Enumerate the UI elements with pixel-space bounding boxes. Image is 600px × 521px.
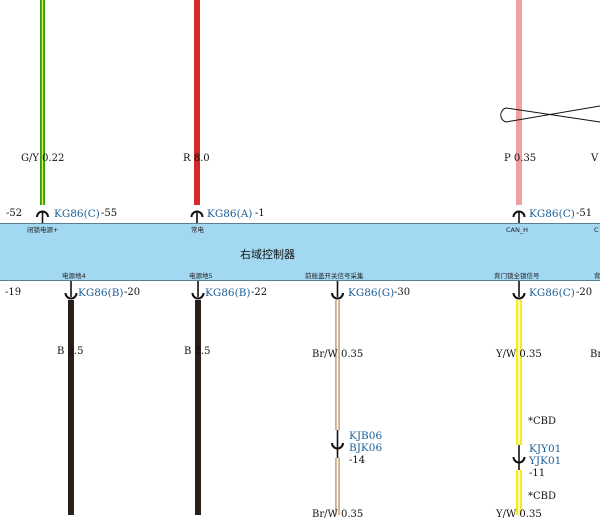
wire-label-top-3: P 0.35 bbox=[504, 153, 537, 164]
wire-label-top-2: R 8.0 bbox=[183, 153, 210, 164]
wire-yw-035-b-stripe bbox=[518, 470, 520, 515]
pin-number-top-1: -55 bbox=[101, 208, 118, 219]
connector-code-bottom-3[interactable]: KG86(G) bbox=[348, 287, 395, 299]
signal-name-top-4: C bbox=[594, 226, 599, 234]
signal-name-bottom-3: 前舱盖开关信号采集 bbox=[305, 272, 364, 280]
connector-code-bottom-4[interactable]: KG86(C) bbox=[529, 287, 575, 299]
twisted-pair-icon bbox=[500, 105, 600, 123]
wire-brw-035-b-stripe bbox=[336, 458, 339, 515]
wire-label-bottom-3-continued: Br/W 0.35 bbox=[312, 509, 364, 520]
wire-gy-022-stripe bbox=[41, 0, 44, 205]
inline-connector-2-code-b[interactable]: YJK01 bbox=[529, 455, 562, 467]
connector-code-bottom-1[interactable]: KG86(B) bbox=[78, 287, 124, 299]
signal-name-top-3: CAN_H bbox=[506, 226, 528, 234]
pin-symbol-bottom-4 bbox=[512, 281, 526, 300]
wire-label-bottom-1: B 2.5 bbox=[57, 346, 84, 357]
connector-code-top-1[interactable]: KG86(C) bbox=[54, 208, 100, 220]
wire-label-bottom-3: Br/W 0.35 bbox=[312, 349, 364, 360]
pin-number-bottom-3: -30 bbox=[394, 287, 411, 298]
pin-number-bottom-1: -20 bbox=[124, 287, 141, 298]
pin-symbol-bottom-3 bbox=[331, 281, 344, 300]
pin-number-bottom-2: -22 bbox=[251, 287, 268, 298]
pin-symbol-top-2 bbox=[190, 210, 204, 223]
connector-code-bottom-2[interactable]: KG86(B) bbox=[205, 287, 251, 299]
pin-number-top-3: -51 bbox=[576, 208, 593, 219]
signal-name-bottom-2: 电源地5 bbox=[189, 272, 213, 280]
connector-code-top-2[interactable]: KG86(A) bbox=[207, 208, 253, 220]
pin-number-bottom-4: -20 bbox=[576, 287, 593, 298]
inline-connector-2-pin: -11 bbox=[529, 468, 546, 479]
inline-connector-1-code-b[interactable]: BJK06 bbox=[349, 442, 383, 454]
wire-yw-035-a-stripe bbox=[518, 300, 520, 445]
module-title: 右域控制器 bbox=[240, 248, 295, 261]
module-block[interactable] bbox=[0, 223, 600, 281]
left-pin-top-1: -52 bbox=[6, 208, 23, 219]
signal-name-bottom-1: 电源地4 bbox=[62, 272, 86, 280]
pin-symbol-top-1 bbox=[36, 210, 49, 223]
inline-connector-symbol-2 bbox=[512, 445, 526, 470]
inline-connector-1-pin: -14 bbox=[349, 455, 366, 466]
wire-label-bottom-5: Br bbox=[590, 349, 600, 360]
pin-symbol-top-3 bbox=[512, 210, 526, 223]
left-pin-bottom-1: -19 bbox=[5, 287, 22, 298]
pin-symbol-bottom-1 bbox=[64, 281, 78, 300]
wire-b-25-a bbox=[68, 300, 74, 515]
wire-label-top-1: G/Y 0.22 bbox=[21, 153, 65, 164]
wire-brw-035-a-stripe bbox=[336, 300, 339, 430]
inline-connector-1-code-a[interactable]: KJB06 bbox=[349, 430, 383, 442]
wire-label-bottom-2: B 2.5 bbox=[184, 346, 211, 357]
inline-connector-2-note-a: *CBD bbox=[528, 416, 557, 427]
wire-label-top-4: V bbox=[591, 153, 599, 164]
wire-label-bottom-4: Y/W 0.35 bbox=[496, 349, 542, 360]
signal-name-top-1: 闭锁电源+ bbox=[27, 226, 59, 234]
wire-r-80 bbox=[194, 0, 200, 205]
wire-b-25-b bbox=[195, 300, 201, 515]
inline-connector-symbol-1 bbox=[331, 430, 344, 458]
inline-connector-2-code-a[interactable]: KJY01 bbox=[529, 443, 562, 455]
inline-connector-2-note-b: *CBD bbox=[528, 491, 557, 502]
signal-name-bottom-4: 背门锁全锁信号 bbox=[494, 272, 540, 280]
pin-number-top-2: -1 bbox=[255, 208, 265, 219]
signal-name-bottom-5: 背 bbox=[594, 272, 600, 280]
connector-code-top-3[interactable]: KG86(C) bbox=[529, 208, 575, 220]
signal-name-top-2: 常电 bbox=[191, 226, 204, 234]
wire-label-bottom-4-continued: Y/W 0.35 bbox=[496, 509, 542, 520]
pin-symbol-bottom-2 bbox=[191, 281, 205, 300]
wire-p-035 bbox=[516, 0, 522, 205]
